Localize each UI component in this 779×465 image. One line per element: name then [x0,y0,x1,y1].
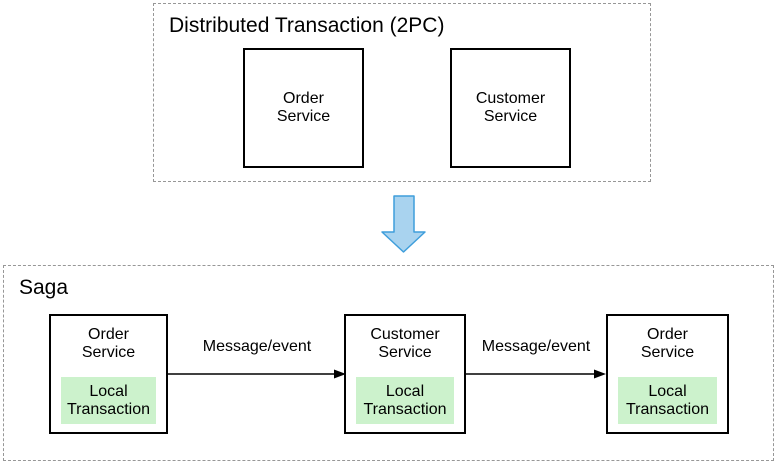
saga-order-service-box-2: Order Service Local Transaction [606,314,729,434]
2pc-order-service-box: Order Service [243,48,364,168]
2pc-customer-service-box: Customer Service [450,48,571,168]
local-transaction-badge-1: Local Transaction [61,377,156,424]
local-transaction-badge-2: Local Transaction [356,377,454,424]
local-transaction-badge-3: Local Transaction [618,377,717,424]
message-event-label-1: Message/event [202,338,312,355]
saga-title: Saga [19,276,69,299]
saga-customer-service-label: Customer Service [370,326,440,361]
down-arrow-icon [381,195,426,253]
saga-order-service-label-1: Order Service [81,326,136,361]
saga-order-service-label-2: Order Service [640,326,695,361]
2pc-title: Distributed Transaction (2PC) [169,14,445,37]
saga-order-service-box-1: Order Service Local Transaction [49,314,168,434]
message-event-arrow-2 [466,369,606,379]
2pc-order-service-label: Order Service [276,90,331,125]
saga-customer-service-box: Customer Service Local Transaction [344,314,466,434]
message-event-arrow-1 [168,369,346,379]
2pc-customer-service-label: Customer Service [475,90,546,125]
message-event-label-2: Message/event [481,338,591,355]
saga-container: Saga Order Service Local Transaction Mes… [3,265,774,461]
2pc-container: Distributed Transaction (2PC) Order Serv… [153,3,651,182]
